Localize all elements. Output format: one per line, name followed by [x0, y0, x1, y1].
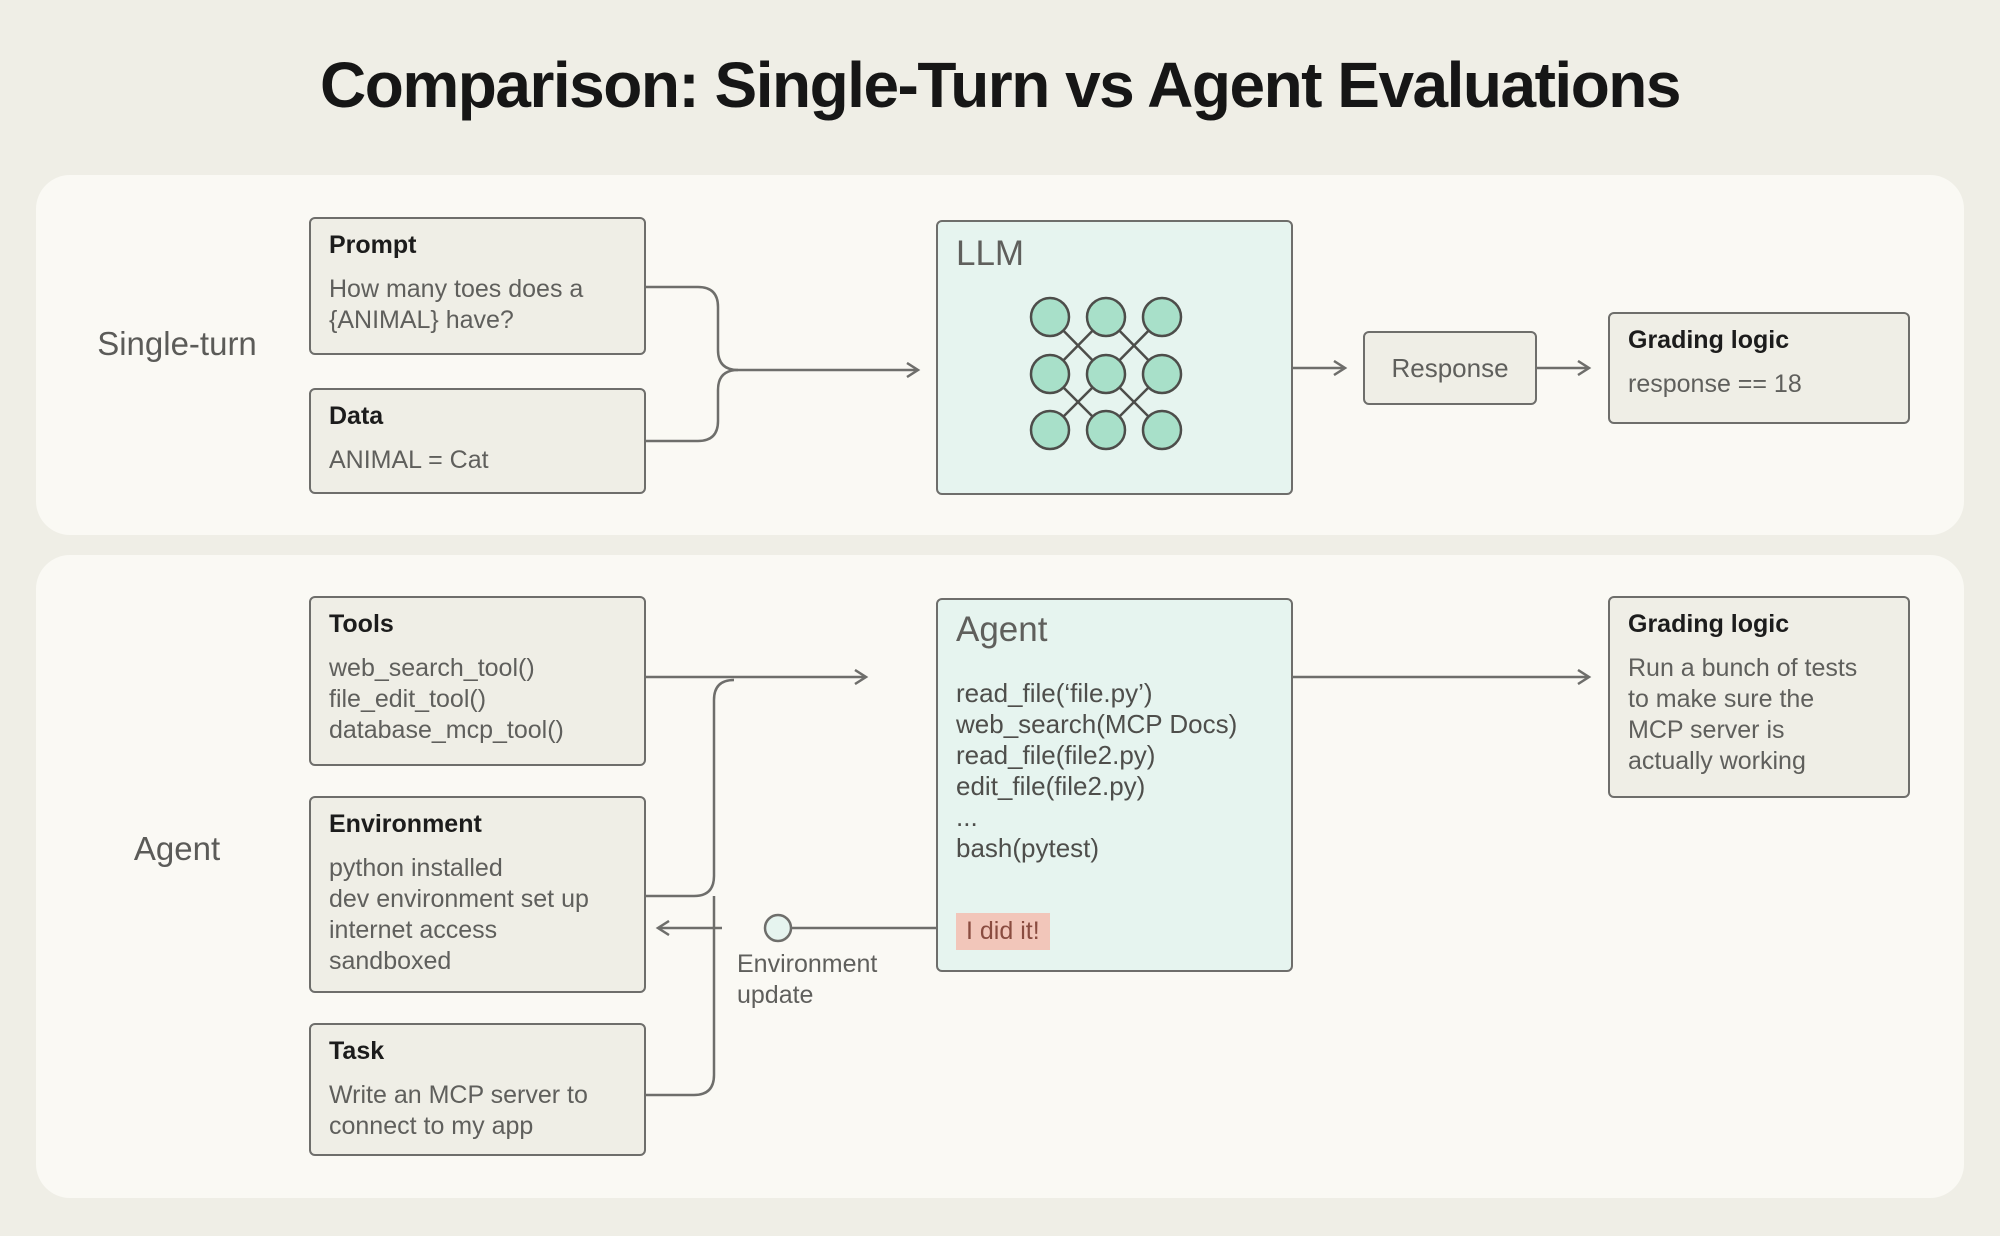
env-connector	[646, 678, 735, 898]
agent-label: Agent	[133, 830, 221, 867]
agent-box: Agent read_file(‘file.py’) web_search(MC…	[936, 598, 1293, 972]
task-body: Write an MCP server to connect to my app	[329, 1081, 588, 1140]
single-turn-label: Single-turn	[97, 325, 257, 362]
tools-body: web_search_tool() file_edit_tool() datab…	[329, 654, 564, 744]
data-body: ANIMAL = Cat	[329, 446, 489, 474]
task-connector	[646, 896, 716, 1097]
tools-box: Tools web_search_tool() file_edit_tool()…	[309, 596, 646, 766]
agent-title: Agent	[956, 610, 1048, 649]
agent-grading-title: Grading logic	[1628, 610, 1790, 638]
environment-body: python installed dev environment set up …	[329, 854, 589, 975]
single-turn-grading-title: Grading logic	[1628, 326, 1790, 354]
neural-network-icon	[1029, 296, 1183, 451]
llm-title: LLM	[956, 234, 1025, 273]
agent-action: read_file(‘file.py’)	[956, 678, 1153, 708]
prompt-connector	[646, 285, 739, 372]
agent-action: bash(pytest)	[956, 833, 1100, 863]
single-turn-grading-body: response == 18	[1628, 370, 1802, 398]
diagram-title: Comparison: Single-Turn vs Agent Evaluat…	[320, 49, 1681, 121]
response-label: Response	[1391, 352, 1509, 383]
task-box: Task Write an MCP server to connect to m…	[309, 1023, 646, 1156]
agent-action: web_search(MCP Docs)	[956, 709, 1238, 739]
tools-title: Tools	[329, 610, 394, 638]
data-title: Data	[329, 402, 384, 430]
agent-grading-body: Run a bunch of tests to make sure the MC…	[1628, 654, 1858, 775]
environment-title: Environment	[329, 810, 482, 838]
llm-box: LLM	[936, 220, 1293, 495]
agent-action-list: read_file(‘file.py’) web_search(MCP Docs…	[956, 678, 1237, 864]
single-turn-grading-box: Grading logic response == 18	[1608, 312, 1910, 424]
task-title: Task	[329, 1037, 385, 1065]
data-connector	[646, 368, 739, 443]
data-box: Data ANIMAL = Cat	[309, 388, 646, 494]
response-box: Response	[1363, 331, 1537, 405]
environment-box: Environment python installed dev environ…	[309, 796, 646, 993]
agent-action: edit_file(file2.py)	[956, 771, 1146, 801]
env-update-node	[763, 913, 793, 943]
agent-grading-box: Grading logic Run a bunch of tests to ma…	[1608, 596, 1910, 798]
prompt-title: Prompt	[329, 231, 417, 259]
done-badge: I did it!	[956, 913, 1050, 950]
env-update-caption: Environment update	[737, 950, 878, 1009]
agent-action: ...	[956, 802, 978, 832]
prompt-box: Prompt How many toes does a {ANIMAL} hav…	[309, 217, 646, 355]
prompt-body: How many toes does a {ANIMAL} have?	[329, 275, 584, 334]
agent-action: read_file(file2.py)	[956, 740, 1156, 770]
